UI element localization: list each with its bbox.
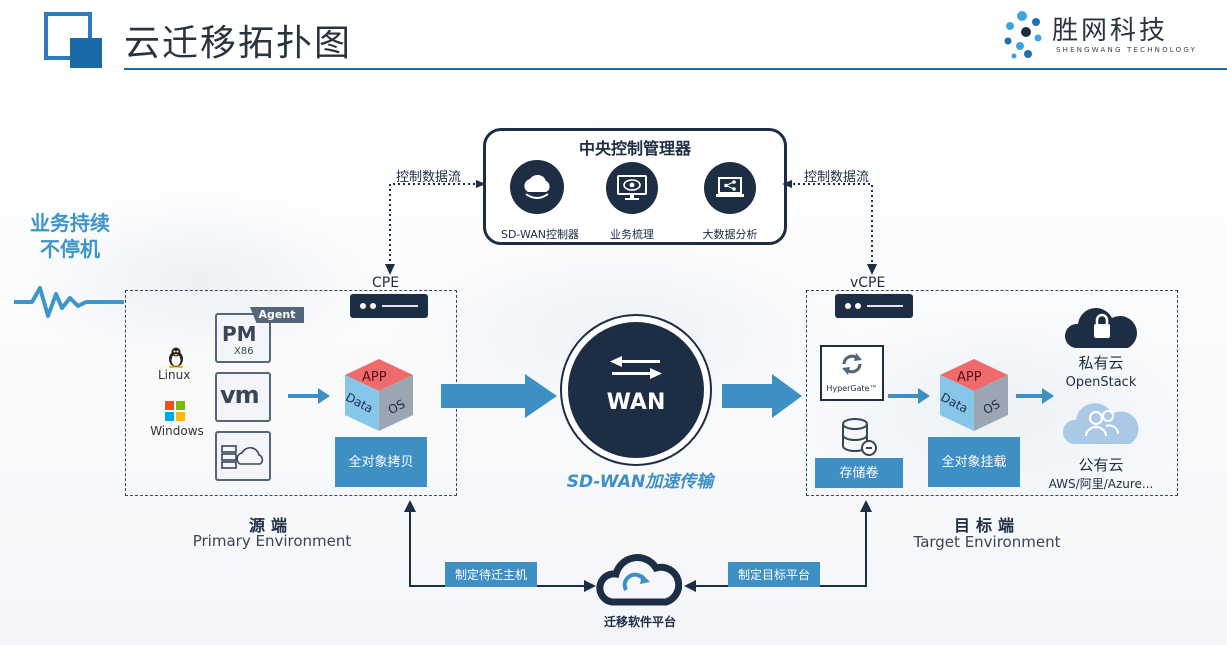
monitor-eye-icon — [606, 162, 658, 214]
arrow-right-icon — [1016, 388, 1054, 404]
control-flow-right-connector — [782, 180, 877, 275]
wan-label: WAN — [606, 390, 666, 415]
brand-tagline: SHENGWANG TECHNOLOGY — [1056, 46, 1198, 54]
central-item-label: 业务梳理 — [610, 228, 654, 241]
virtual-machine-card — [215, 372, 271, 422]
public-cloud-users-icon — [1062, 403, 1139, 444]
private-cloud-lock-icon — [1064, 308, 1137, 348]
cpe-device-icon — [350, 294, 428, 318]
app-data-os-cube-icon — [940, 359, 1008, 431]
control-flow-label: 控制数据流 — [396, 170, 462, 185]
arrow-right-icon — [288, 388, 330, 404]
transfer-arrow-left — [441, 374, 557, 418]
windows-icon — [165, 401, 185, 421]
select-target-platform-label: 制定目标平台 — [728, 562, 821, 587]
wan-circle — [562, 316, 710, 464]
pm-label: PM — [222, 322, 257, 346]
control-flow-label: 控制数据流 — [804, 170, 870, 185]
central-item-sdwan — [510, 160, 570, 214]
central-item-business — [606, 162, 658, 214]
title-logo-square-fill — [70, 38, 102, 68]
cpe-label: CPE — [372, 275, 400, 291]
private-cloud-label: 私有云 — [1078, 354, 1124, 372]
migration-platform-label: 迁移软件平台 — [603, 615, 676, 629]
linux-label: Linux — [158, 368, 191, 382]
cloud-icon — [510, 160, 564, 214]
physical-machine-card — [215, 313, 271, 363]
agent-tag: Agent — [250, 307, 304, 323]
central-controller-title: 中央控制管理器 — [578, 139, 691, 158]
brand-name: 胜网科技 — [1052, 16, 1169, 46]
linux-icon — [169, 347, 183, 368]
vcpe-label: vCPE — [850, 275, 886, 291]
vm-label: vm — [220, 381, 260, 409]
cube-app-label: APP — [957, 370, 982, 385]
storage-volume-label: 存储卷 — [815, 458, 903, 488]
app-data-os-cube-icon — [345, 359, 413, 431]
windows-label: Windows — [150, 424, 204, 438]
pm-sub-label: X86 — [234, 346, 254, 357]
vcpe-device-icon — [835, 294, 913, 318]
cloud-server-icon — [221, 445, 264, 469]
central-item-analytics — [704, 162, 756, 214]
hypergate-label: HyperGate™ — [826, 384, 878, 393]
control-flow-left-connector — [385, 180, 486, 275]
select-migration-host-label: 制定待迁主机 — [445, 562, 538, 587]
laptop-share-icon — [704, 162, 756, 214]
title-underline — [124, 68, 1227, 70]
public-cloud-label: 公有云 — [1078, 456, 1124, 474]
full-object-copy-label: 全对象拷贝 — [335, 437, 427, 487]
brand-logo-icon — [1004, 11, 1042, 59]
private-cloud-sub-label: OpenStack — [1065, 375, 1137, 390]
arrow-right-icon — [888, 388, 930, 404]
source-title: 源端 — [248, 516, 293, 535]
target-title: 目标端 — [953, 516, 1020, 535]
full-object-mount-label: 全对象挂载 — [928, 437, 1020, 487]
migration-platform-cloud-icon — [596, 554, 682, 606]
sdwan-caption: SD-WAN加速传输 — [566, 472, 714, 492]
target-subtitle: Target Environment — [913, 533, 1061, 551]
public-cloud-sub-label: AWS/阿里/Azure... — [1048, 477, 1154, 491]
sync-icon — [842, 353, 862, 375]
business-continuity-label: 业务持续 不停机 — [30, 211, 110, 261]
central-item-label: 大数据分析 — [702, 228, 758, 241]
database-icon — [842, 418, 877, 456]
transfer-arrow-right — [722, 374, 802, 418]
source-subtitle: Primary Environment — [192, 532, 352, 550]
page-title: 云迁移拓扑图 — [124, 23, 353, 64]
heartbeat-icon — [14, 286, 124, 318]
swap-arrows-icon — [610, 356, 662, 379]
central-item-label: SD-WAN控制器 — [500, 228, 579, 241]
title-logo-square — [44, 12, 92, 60]
cube-app-label: APP — [362, 370, 387, 385]
target-environment-box — [806, 290, 1178, 496]
